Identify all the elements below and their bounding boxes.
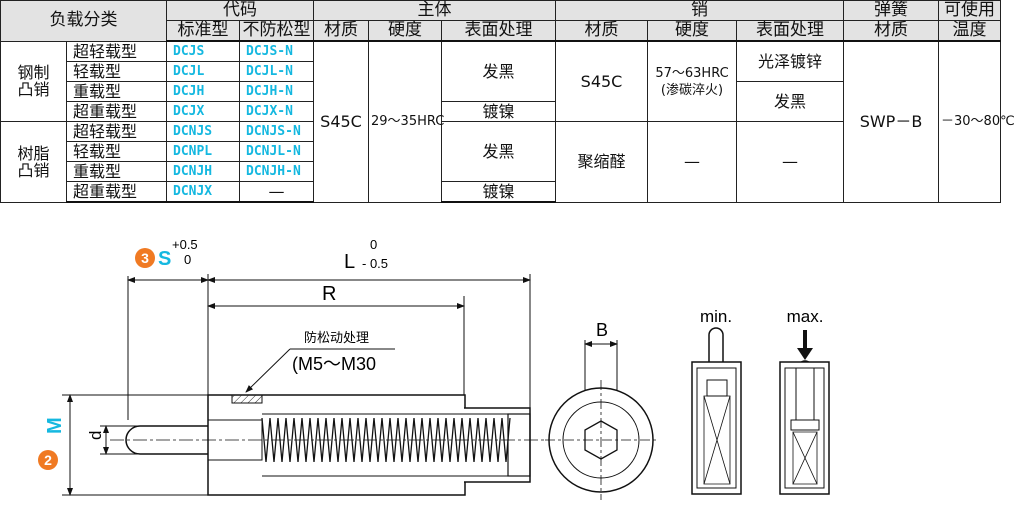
body-surface-resin-b: 镀镍 bbox=[441, 181, 556, 203]
header-body-hardness: 硬度 bbox=[368, 20, 442, 42]
header-spring-material: 材质 bbox=[843, 20, 940, 42]
header-pin-surface: 表面处理 bbox=[735, 20, 845, 42]
code-std: DCNJH bbox=[166, 161, 240, 182]
r-dimension: R bbox=[207, 283, 465, 395]
spring-material: SWP－B bbox=[843, 40, 940, 203]
header-body-surface: 表面处理 bbox=[441, 20, 556, 42]
plunger-end-view: B bbox=[545, 320, 658, 500]
code-std: DCNPL bbox=[166, 141, 240, 162]
load-type: 超重载型 bbox=[66, 101, 167, 122]
down-arrow-icon bbox=[797, 348, 813, 360]
header-code-anti: 不防松型 bbox=[239, 20, 314, 42]
header-body-material: 材质 bbox=[313, 20, 369, 42]
anti-loose-note: 防松动处理 bbox=[304, 330, 369, 346]
header-usable-temp-1: 可使用 bbox=[938, 0, 1002, 21]
code-anti: DCJX-N bbox=[239, 101, 314, 122]
header-code-std: 标准型 bbox=[166, 20, 240, 42]
spec-table: 负载分类 代码 主体 销 弹簧 可使用 标准型 不防松型 材质 硬度 表面处理 … bbox=[0, 0, 1015, 203]
s-badge-circle bbox=[135, 248, 155, 268]
pin-hardness-steel-2: (渗碳淬火) bbox=[660, 82, 724, 98]
pin-surface-steel-b: 发黑 bbox=[735, 81, 845, 122]
pin-surface-steel-a: 光泽镀锌 bbox=[735, 40, 845, 82]
s-tol-upper: +0.5 bbox=[172, 237, 198, 252]
l-label: L bbox=[344, 251, 355, 273]
s-dimension: 3 S +0.5 0 bbox=[127, 237, 209, 420]
max-position-view: max. bbox=[779, 307, 830, 495]
code-anti: — bbox=[239, 181, 314, 203]
pin-hardness-steel: 57～63HRC (渗碳淬火) bbox=[647, 40, 737, 122]
plunger-side-view bbox=[110, 394, 545, 496]
r-label: R bbox=[322, 283, 336, 305]
max-label: max. bbox=[787, 307, 824, 326]
min-position-view: min. bbox=[691, 307, 742, 495]
m-badge-number: 2 bbox=[44, 452, 52, 468]
spring-coil bbox=[261, 417, 511, 463]
l-tol-upper: 0 bbox=[370, 237, 377, 252]
header-spring: 弹簧 bbox=[843, 0, 940, 21]
code-anti: DCNJL-N bbox=[239, 141, 314, 162]
m-label: M bbox=[44, 417, 66, 434]
header-body: 主体 bbox=[313, 0, 556, 21]
code-std: DCNJX bbox=[166, 181, 240, 203]
d-label: d bbox=[86, 431, 105, 440]
code-anti: DCJS-N bbox=[239, 40, 314, 62]
m-badge-circle bbox=[38, 450, 58, 470]
l-dimension: L 0 - 0.5 bbox=[207, 237, 531, 420]
l-tol-lower: - 0.5 bbox=[362, 256, 388, 271]
header-load-class: 负载分类 bbox=[0, 0, 167, 42]
pin-material-steel: S45C bbox=[555, 40, 648, 122]
thread-range: (M5～M30 bbox=[292, 354, 376, 374]
load-type: 超轻载型 bbox=[66, 121, 167, 142]
group-resin-name-2: 凸销 bbox=[17, 160, 50, 180]
header-pin-hardness: 硬度 bbox=[647, 20, 737, 42]
pin-hardness-resin: — bbox=[647, 121, 737, 203]
s-label: S bbox=[158, 248, 171, 270]
d-dimension: d bbox=[86, 425, 140, 455]
s-tol-lower: 0 bbox=[184, 252, 191, 267]
code-std: DCNJS bbox=[166, 121, 240, 142]
body-surface-steel-b: 镀镍 bbox=[441, 101, 556, 122]
usable-temperature: －30～80℃ bbox=[938, 40, 1015, 203]
group-steel-name-1: 钢制 bbox=[17, 63, 50, 83]
body-hardness: 29～35HRC bbox=[368, 40, 444, 203]
group-resin-name-1: 树脂 bbox=[17, 143, 50, 163]
header-usable-temp-2: 温度 bbox=[938, 20, 1002, 42]
load-type: 重载型 bbox=[66, 161, 167, 182]
min-label: min. bbox=[700, 307, 732, 326]
pin-surface-resin: — bbox=[735, 121, 845, 203]
s-badge-number: 3 bbox=[141, 250, 149, 266]
body-surface-resin-a: 发黑 bbox=[441, 121, 556, 182]
code-std: DCJH bbox=[166, 81, 240, 102]
m-dimension: M 2 bbox=[38, 394, 208, 496]
b-label: B bbox=[596, 320, 608, 340]
code-anti: DCNJH-N bbox=[239, 161, 314, 182]
header-pin: 销 bbox=[554, 0, 845, 21]
anti-loose-callout: 防松动处理 (M5～M30 bbox=[245, 330, 395, 393]
code-std: DCJL bbox=[166, 61, 240, 82]
load-type: 轻载型 bbox=[66, 141, 167, 162]
pin-hardness-steel-1: 57～63HRC bbox=[655, 65, 729, 81]
group-resin: 树脂 凸销 bbox=[0, 121, 67, 203]
load-type: 超重载型 bbox=[66, 181, 167, 203]
body-material: S45C bbox=[313, 40, 369, 203]
group-steel-name-2: 凸销 bbox=[17, 80, 50, 100]
